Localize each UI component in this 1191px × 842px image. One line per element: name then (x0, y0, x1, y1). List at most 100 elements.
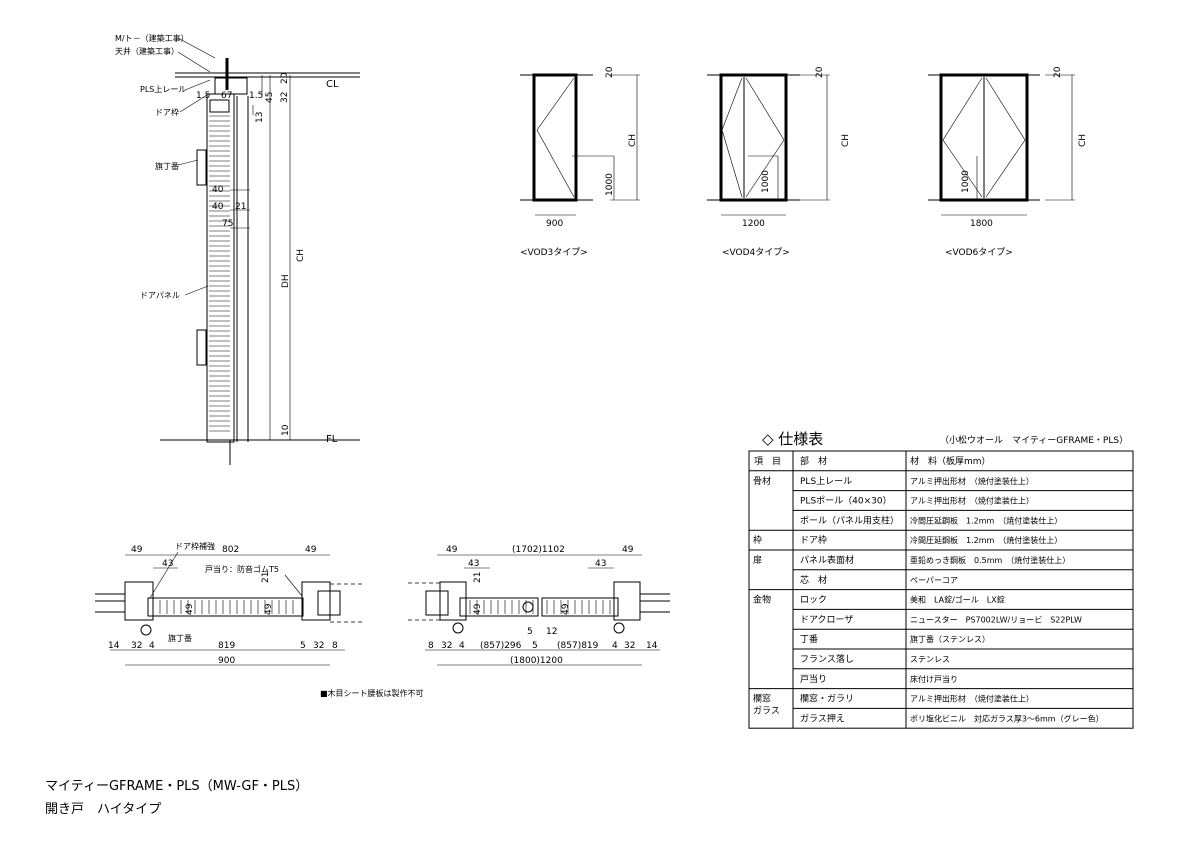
table-group-label: 骨材 (753, 475, 771, 487)
elevation-vod6: 1800 1000 20 CH <VOD6タイプ> (928, 66, 1088, 258)
dim: 49 (446, 545, 458, 555)
table-group-label: 枠 (753, 534, 762, 546)
dim: 14 (646, 641, 658, 651)
dim-height: CH (1078, 134, 1088, 147)
dim: 49 (131, 545, 143, 555)
table-group-label: ガラス (753, 706, 780, 717)
dim: 49 (473, 603, 483, 615)
table-cell-material: アルミ押出形材 （焼付塗装仕上） (910, 476, 1034, 486)
table-cell-part: ドアクローザ (800, 614, 853, 625)
dim: 4 (459, 641, 465, 651)
dim: 21 (235, 202, 246, 212)
caption-vod6: <VOD6タイプ> (945, 247, 1013, 258)
dim: (1800)1200 (510, 656, 563, 666)
label-reinforce: ドア枠補強 (175, 541, 215, 551)
dim: (1702)1102 (512, 545, 565, 555)
note: ■木目シート腰板は製作不可 (320, 688, 424, 698)
dim-handle: 1000 (761, 170, 771, 193)
dim: 32 (441, 641, 452, 651)
dim: 49 (264, 603, 274, 615)
label-upper-rail: PLS上レール (140, 85, 186, 94)
dim: 8 (332, 641, 338, 651)
dim: 32 (624, 641, 635, 651)
dim: 40 (212, 185, 224, 195)
label-cl: CL (326, 79, 339, 90)
dim: 67 (221, 91, 232, 101)
table-cell-part: 欄窓・ガラリ (800, 693, 854, 705)
label-fl: FL (326, 434, 338, 445)
dim: 32 (313, 641, 324, 651)
table-cell-material: ニュースター PS7002LW/リョービ S22PLW (910, 615, 1082, 624)
spec-table: ◇ 仕様表 （小松ウオール マイティーGFRAME・PLS） 項 目部 材材 料… (748, 430, 1134, 729)
dim: 43 (162, 559, 173, 569)
table-cell-material: 冷間圧延鋼板 1.2mm （焼付塗装仕上） (910, 535, 1062, 545)
dim-width: 1800 (970, 219, 993, 229)
caption-vod4: <VOD4タイプ> (722, 247, 790, 258)
table-cell-part: 芯 材 (800, 574, 827, 586)
table-cell-material: アルミ押出形材 （焼付塗装仕上） (910, 496, 1034, 506)
dim: 12 (546, 627, 557, 637)
dim: (857)819 (557, 641, 599, 651)
label-door-frame: ドア枠 (155, 107, 179, 117)
dim: (857)296 (480, 641, 522, 651)
dim: CH (296, 249, 306, 262)
table-group-label: 扉 (753, 554, 762, 566)
spec-subtitle: （小松ウオール マイティーGFRAME・PLS） (940, 434, 1128, 446)
dim: 10 (281, 424, 291, 436)
dim: 75 (222, 219, 233, 229)
dim: 32 (131, 641, 142, 651)
plan-double-door: 49 (1702)1102 49 43 43 21 49 49 5 12 8 3… (408, 545, 670, 666)
dim: DH (281, 274, 291, 288)
table-cell-material: ポリ塩化ビニル 対応ガラス厚3～6mm（グレー色） (910, 713, 1104, 723)
table-group-label: 金物 (753, 594, 771, 606)
table-cell-part: ポール（パネル用支柱） (800, 514, 899, 526)
table-cell-material: 美和 LA錠/ゴール LX錠 (910, 595, 1005, 605)
label-hinge: 旗丁番 (155, 161, 179, 171)
dim-top: 20 (1053, 66, 1063, 78)
dim-top: 20 (605, 66, 615, 78)
dim: 40 (212, 202, 224, 212)
table-cell-material: 旗丁番（ステンレス） (910, 634, 990, 644)
table-header: 項 目 (754, 456, 781, 467)
dim: 14 (108, 641, 120, 651)
dim-handle: 1000 (605, 173, 615, 196)
table-cell-part: パネル表面材 (800, 554, 854, 566)
dim-height: CH (628, 134, 638, 147)
dim-width: 900 (546, 219, 563, 229)
plan-single-door: 49 802 49 43 21 49 49 14 32 4 819 5 32 8… (95, 541, 365, 666)
dim-top: 20 (815, 66, 825, 78)
dim: 1.5 (249, 91, 263, 101)
dim: 5 (532, 641, 538, 651)
label-mullion: M/ト－（建築工事） (115, 33, 189, 43)
dim: 5 (527, 627, 533, 637)
dim: 1.5 (196, 91, 210, 101)
dim: 819 (218, 641, 235, 651)
dim-width: 1200 (742, 219, 765, 229)
dim: 49 (561, 603, 571, 615)
dim: 5 (300, 641, 306, 651)
table-cell-part: ガラス押え (800, 712, 845, 724)
table-cell-part: ロック (800, 595, 827, 606)
dim: 43 (468, 559, 479, 569)
table-cell-material: 冷間圧延鋼板 1.2mm （焼付塗装仕上） (910, 515, 1062, 525)
label-ceiling: 天井（建築工事） (115, 46, 179, 56)
table-cell-material: 亜鉛めっき鋼板 0.5mm （焼付塗装仕上） (910, 555, 1070, 565)
dim: 49 (305, 545, 317, 555)
table-cell-part: PLSポール（40×30） (800, 496, 892, 507)
dim-height: CH (841, 134, 851, 147)
dim: 20 (280, 72, 290, 84)
drawing-subtitle: 開き戸 ハイタイプ (45, 802, 161, 817)
dim: 4 (612, 641, 618, 651)
dim: 21 (473, 572, 483, 583)
drawing-title: マイティーGFRAME・PLS（MW-GF・PLS） (45, 779, 308, 794)
vertical-section: M/ト－（建築工事） 天井（建築工事） PLS上レール ドア枠 旗丁番 ドアパネ… (115, 33, 360, 465)
table-cell-material: ペーパーコア (910, 576, 958, 585)
dim: 49 (622, 545, 634, 555)
table-cell-part: フランス落し (800, 653, 854, 665)
dim: 21 (261, 572, 271, 583)
dim: 8 (428, 641, 434, 651)
table-cell-part: 丁番 (800, 633, 818, 645)
table-cell-material: アルミ押出形材 （焼付塗装仕上） (910, 694, 1034, 704)
dim: 49 (185, 603, 195, 615)
table-group-label: 欄窓 (753, 693, 771, 705)
